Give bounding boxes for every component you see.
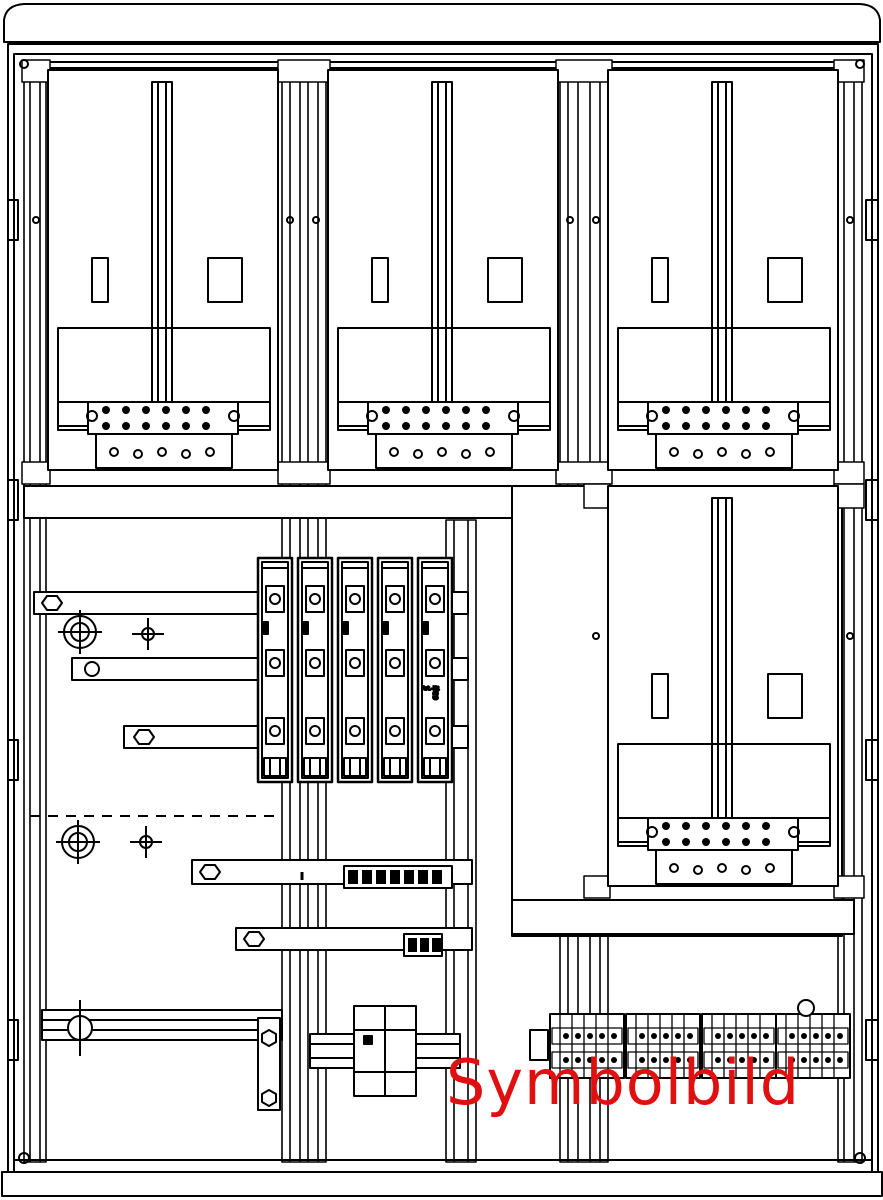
terminal-blocks xyxy=(529,999,851,1079)
meter-field-4 xyxy=(592,485,854,887)
din-rail xyxy=(309,1005,461,1097)
busbar-clamps xyxy=(300,865,453,957)
meter-field-1 xyxy=(32,69,294,471)
fuse-bases: Art.-Nr. 63A xyxy=(256,556,469,784)
corner-screws xyxy=(18,59,866,1164)
watermark-text: Symbolbild xyxy=(446,1046,801,1119)
fuse-article-label: Art.-Nr. xyxy=(422,686,440,692)
busbars xyxy=(33,591,473,1111)
fuse-rating-label: 63A xyxy=(432,686,440,700)
meter-field-2 xyxy=(312,69,574,471)
mounting-holes xyxy=(56,610,164,1056)
meter-field-3 xyxy=(592,69,854,471)
